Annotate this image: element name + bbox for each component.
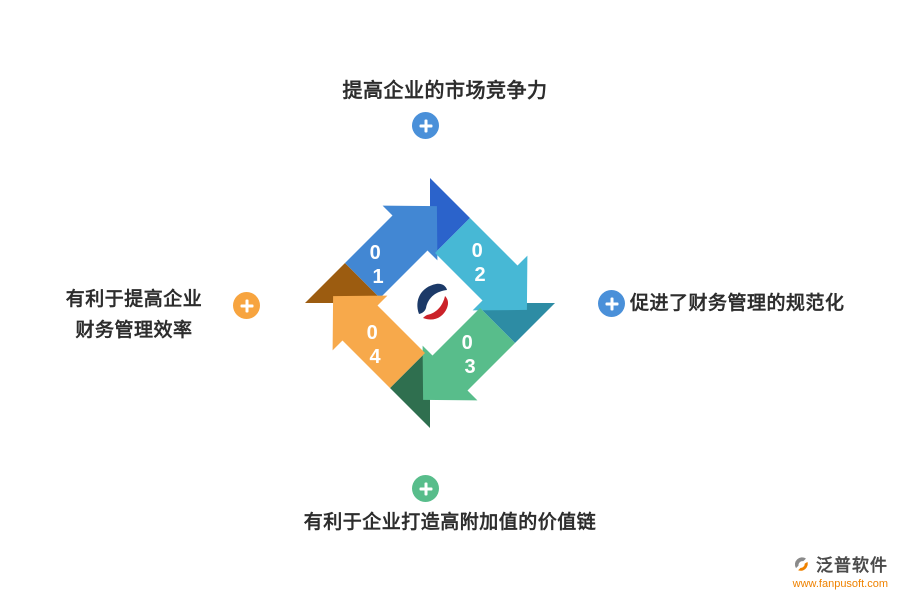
fold-right-corner: [480, 303, 555, 343]
company-logo: [409, 282, 451, 324]
watermark: 泛普软件 www.fanpusoft.com: [791, 551, 888, 590]
step-number-01: 0 1: [370, 242, 387, 288]
step-number-04: 0 4: [367, 322, 384, 368]
label-bottom: 有利于企业打造高附加值的价值链: [303, 512, 597, 533]
cycle-folds: [305, 178, 555, 428]
step-number-03: 0 3: [462, 332, 479, 378]
watermark-url[interactable]: www.fanpusoft.com: [792, 578, 888, 590]
cycle-diagram: 0 1 0 2 0 3 0 4: [305, 178, 555, 428]
label-top: 提高企业的市场竞争力: [342, 80, 548, 102]
fold-left-corner: [305, 263, 380, 303]
plus-icon-right[interactable]: [598, 290, 625, 317]
cycle-arrow-step-3: [422, 308, 515, 401]
cycle-arrow-step-4: [332, 295, 425, 388]
label-left-line1: 有利于提高企业: [65, 289, 203, 310]
label-right: 促进了财务管理的规范化: [630, 293, 845, 314]
watermark-brand: 泛普软件: [816, 556, 888, 575]
cycle-arrow-step-1: [345, 205, 438, 298]
plus-icon-left[interactable]: [233, 292, 260, 319]
label-left: 有利于提高企业 财务管理效率: [40, 284, 228, 346]
fold-top-corner: [430, 178, 470, 253]
fold-bottom-corner: [390, 353, 430, 428]
watermark-logo-icon: [794, 556, 808, 571]
plus-icon-top[interactable]: [412, 112, 439, 139]
step-number-02: 0 2: [472, 240, 489, 286]
cycle-arrow-step-2: [435, 218, 528, 311]
logo-red-swoosh: [423, 296, 449, 320]
cycle-arrows: [332, 205, 528, 401]
label-left-line2: 财务管理效率: [75, 320, 193, 341]
cycle-step-numbers: 0 1 0 2 0 3 0 4: [367, 240, 489, 378]
logo-navy-swoosh: [417, 283, 447, 314]
plus-icon-bottom[interactable]: [412, 475, 439, 502]
